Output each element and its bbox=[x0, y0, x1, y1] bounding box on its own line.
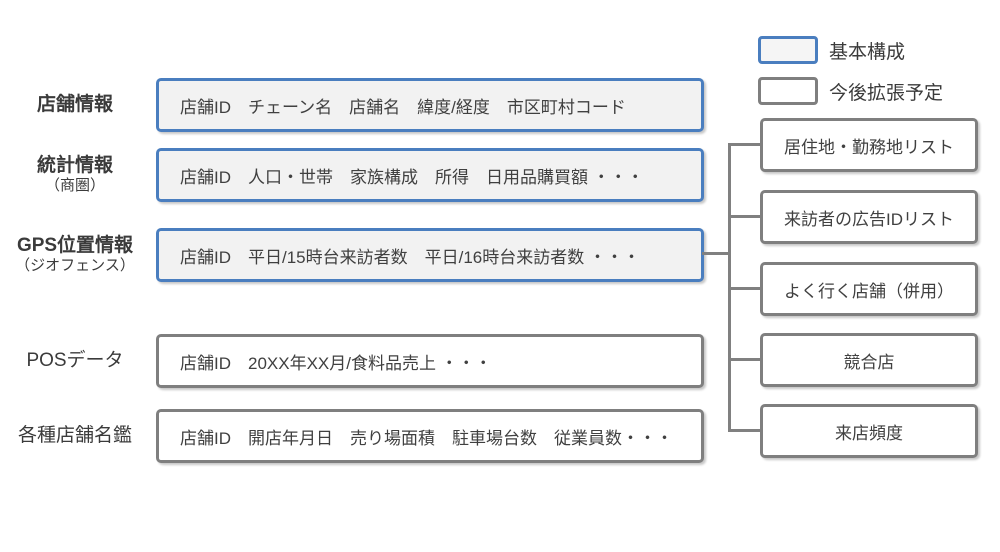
row-sublabel-text: （商圏） bbox=[44, 177, 105, 194]
data-box-gps-location-info: 店舗ID 平日/15時台来訪者数 平日/16時台来訪者数 ・・・ bbox=[156, 228, 704, 282]
expansion-box-competitor-stores: 競合店 bbox=[760, 333, 978, 387]
legend-item-basic: 基本構成 bbox=[758, 36, 905, 64]
legend-label-future: 今後拡張予定 bbox=[829, 82, 944, 104]
connector-branch-4 bbox=[728, 358, 760, 361]
legend-item-future: 今後拡張予定 bbox=[758, 77, 943, 105]
expansion-box-visitor-ad-id-list: 来訪者の広告IDリスト bbox=[760, 190, 978, 244]
row-label-store-info: 店舗情報 bbox=[0, 94, 150, 116]
row-sublabel-text: （ジオフェンス） bbox=[15, 257, 135, 274]
data-box-fields: 店舗ID チェーン名 店舗名 緯度/経度 市区町村コード bbox=[180, 97, 626, 117]
expansion-box-label: 来訪者の広告IDリスト bbox=[784, 209, 954, 229]
row-label-store-directory: 各種店舗名鑑 bbox=[0, 425, 150, 447]
legend-label-basic: 基本構成 bbox=[829, 41, 906, 63]
row-label-text: POSデータ bbox=[26, 350, 124, 371]
data-box-statistics-info: 店舗ID 人口・世帯 家族構成 所得 日用品購買額 ・・・ bbox=[156, 148, 704, 202]
connector-branch-5 bbox=[728, 429, 760, 432]
legend-swatch-future bbox=[758, 77, 818, 105]
connector-branch-3 bbox=[728, 287, 760, 290]
expansion-box-label: 居住地・勤務地リスト bbox=[784, 137, 954, 157]
data-box-fields: 店舗ID 20XX年XX月/食料品売上 ・・・ bbox=[180, 353, 492, 373]
row-label-statistics-info: 統計情報 （商圏） bbox=[0, 155, 150, 195]
connector-gps-to-trunk bbox=[702, 252, 730, 255]
expansion-box-frequent-stores: よく行く店舗（併用） bbox=[760, 262, 978, 316]
connector-branch-1 bbox=[728, 143, 760, 146]
data-box-store-directory: 店舗ID 開店年月日 売り場面積 駐車場台数 従業員数・・・ bbox=[156, 409, 704, 463]
data-box-fields: 店舗ID 平日/15時台来訪者数 平日/16時台来訪者数 ・・・ bbox=[180, 247, 640, 267]
data-box-fields: 店舗ID 人口・世帯 家族構成 所得 日用品購買額 ・・・ bbox=[180, 167, 644, 187]
data-box-store-info: 店舗ID チェーン名 店舗名 緯度/経度 市区町村コード bbox=[156, 78, 704, 132]
row-label-text: 店舗情報 bbox=[36, 94, 113, 115]
data-box-pos-data: 店舗ID 20XX年XX月/食料品売上 ・・・ bbox=[156, 334, 704, 388]
connector-branch-2 bbox=[728, 215, 760, 218]
row-label-text: 統計情報 bbox=[36, 155, 113, 176]
expansion-box-visit-frequency: 来店頻度 bbox=[760, 404, 978, 458]
row-label-text: GPS位置情報 bbox=[16, 235, 134, 256]
row-label-text: 各種店舗名鑑 bbox=[17, 425, 132, 446]
row-label-pos-data: POSデータ bbox=[0, 350, 150, 372]
row-label-gps-location-info: GPS位置情報 （ジオフェンス） bbox=[0, 235, 150, 275]
expansion-box-residence-work-list: 居住地・勤務地リスト bbox=[760, 118, 978, 172]
data-box-fields: 店舗ID 開店年月日 売り場面積 駐車場台数 従業員数・・・ bbox=[180, 428, 673, 448]
expansion-box-label: よく行く店舗（併用） bbox=[784, 281, 954, 301]
expansion-box-label: 競合店 bbox=[843, 352, 895, 372]
legend-swatch-basic bbox=[758, 36, 818, 64]
expansion-box-label: 来店頻度 bbox=[835, 423, 903, 443]
